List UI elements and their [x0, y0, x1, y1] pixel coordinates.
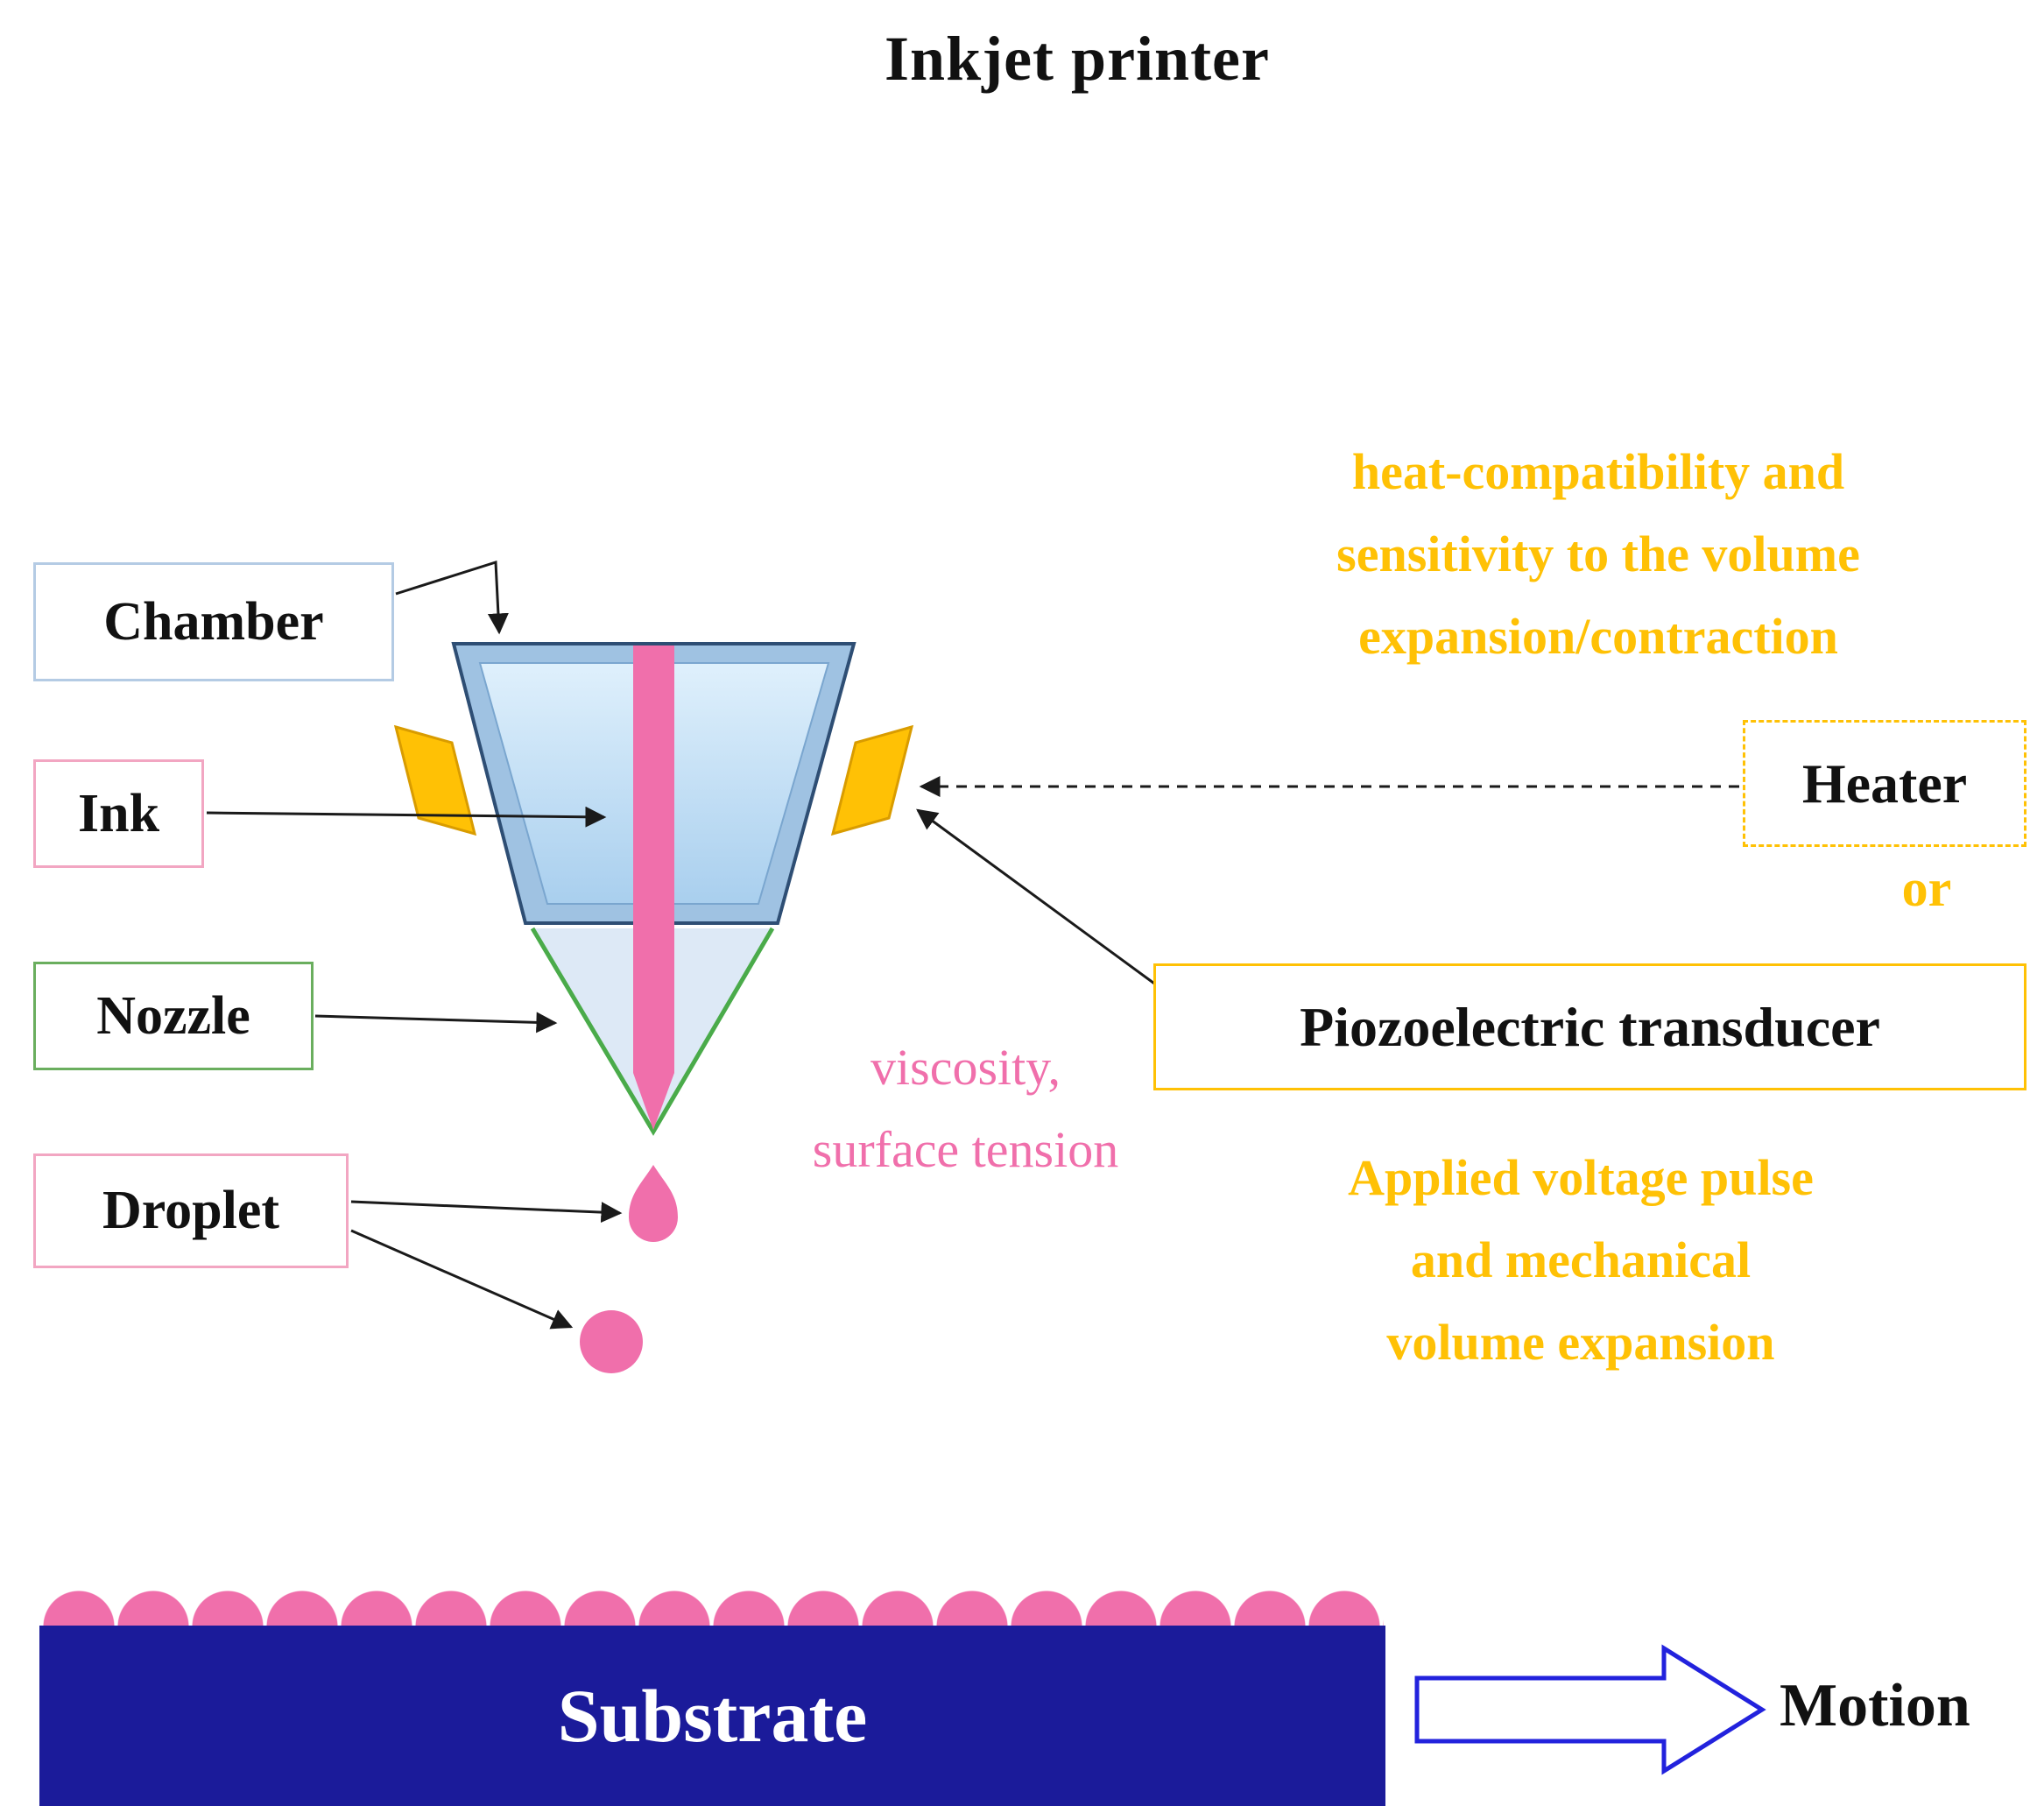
droplet-label-text: Droplet: [102, 1181, 280, 1240]
chamber-label-text: Chamber: [103, 591, 324, 652]
viscosity-note: viscosity, surface tension: [812, 1039, 1119, 1178]
substrate-label: Substrate: [557, 1674, 868, 1758]
voltage-pulse-note: Applied voltage pulse and mechanical vol…: [1348, 1149, 1814, 1371]
printed-ink-bumps: [42, 1586, 1384, 1626]
or-label: or: [1901, 859, 1952, 917]
piezoelectric-transducer-label: Piozoelectric transducer: [1153, 963, 2026, 1090]
piezoelectric-transducer-text: Piozoelectric transducer: [1300, 995, 1880, 1058]
substrate-bar: Substrate: [39, 1626, 1385, 1806]
heater-label-text: Heater: [1801, 751, 1968, 815]
piezo-arrow: [916, 808, 1161, 990]
nozzle-label-text: Nozzle: [96, 985, 250, 1046]
droplet-arrow-2: [350, 1229, 574, 1330]
ink-label-text: Ink: [77, 783, 160, 843]
nozzle-cone-outline: [530, 927, 775, 1136]
motion-arrow: [1414, 1644, 1766, 1775]
nozzle-label: Nozzle: [33, 962, 314, 1070]
droplet-circle: [580, 1310, 643, 1373]
chamber-arrow: [395, 560, 509, 635]
nozzle-arrow: [314, 1012, 558, 1033]
droplet-teardrop: [629, 1165, 678, 1242]
heater-left-shape: [393, 724, 477, 836]
ink-arrow: [206, 806, 607, 828]
motion-label: Motion: [1780, 1672, 1970, 1739]
heater-label: Heater: [1743, 720, 2026, 847]
heater-compatibility-note: heat-compatibility and sensitivity to th…: [1336, 443, 1860, 665]
heater-right-shape: [830, 724, 914, 836]
chamber-label: Chamber: [33, 562, 394, 681]
ink-column: [633, 645, 674, 1130]
page-title: Inkjet printer: [885, 24, 1270, 94]
droplet-arrow-1: [350, 1200, 623, 1224]
droplet-label: Droplet: [33, 1153, 349, 1268]
ink-label: Ink: [33, 759, 204, 868]
